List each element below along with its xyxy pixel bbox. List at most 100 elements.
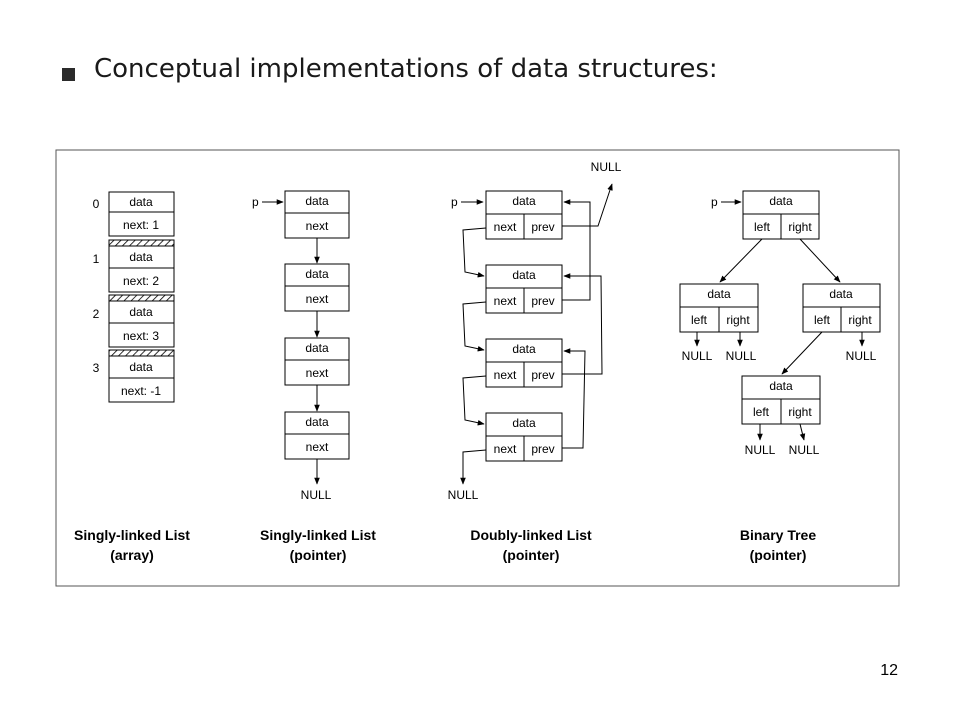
binary-tree: p data left right data left right NULL N… xyxy=(679,190,881,563)
tree-left-label: left xyxy=(814,313,831,327)
diagram-frame xyxy=(55,149,900,587)
tree-data-label: data xyxy=(769,379,793,393)
tree-data-label: data xyxy=(829,287,853,301)
tree-null-label: NULL xyxy=(726,349,757,363)
bullet-square xyxy=(62,68,75,81)
dll-node-prev xyxy=(523,435,563,462)
tree-null-label: NULL xyxy=(745,443,776,457)
tree-edge xyxy=(781,331,823,375)
dll-node-prev xyxy=(523,213,563,240)
dll-prev-label: prev xyxy=(531,368,554,382)
sll-node-next xyxy=(284,433,350,460)
sll-node-next xyxy=(284,212,350,239)
array-next-value-1: next: 2 xyxy=(123,274,159,288)
dll-data-label: data xyxy=(512,342,536,356)
head-pointer-label: p xyxy=(711,195,718,209)
head-pointer-label: p xyxy=(451,195,458,209)
tree-right-label: right xyxy=(848,313,872,327)
caption-doubly-list-sub: (pointer) xyxy=(503,547,560,563)
dll-next-label: next xyxy=(494,220,517,234)
dll-node-prev xyxy=(523,361,563,388)
tree-null-label: NULL xyxy=(846,349,877,363)
dll-data-label: data xyxy=(512,416,536,430)
array-next-value-0: next: 1 xyxy=(123,218,159,232)
head-pointer-label: p xyxy=(252,195,259,209)
dll-next-link xyxy=(462,227,487,278)
dll-prev-null-link xyxy=(562,183,613,227)
array-cell-next xyxy=(108,377,175,403)
array-cell-next xyxy=(108,267,175,293)
tree-left-label: left xyxy=(753,405,770,419)
caption-array-list-sub: (array) xyxy=(110,547,154,563)
dll-next-label: next xyxy=(494,368,517,382)
sll-node-next xyxy=(284,285,350,312)
tree-null-label: NULL xyxy=(789,443,820,457)
tree-right-label: right xyxy=(726,313,750,327)
tree-node-right xyxy=(780,213,820,240)
dll-next-label: next xyxy=(494,294,517,308)
dll-prev-label: prev xyxy=(531,294,554,308)
dll-prev-link xyxy=(562,273,603,375)
sll-next-label: next xyxy=(306,292,329,306)
dll-prev-label: prev xyxy=(531,220,554,234)
slide-heading: Conceptual implementations of data struc… xyxy=(94,54,718,84)
sll-next-label: next xyxy=(306,366,329,380)
tree-right-label: right xyxy=(788,220,812,234)
dll-next-link xyxy=(462,301,487,352)
array-index-1: 1 xyxy=(93,252,100,266)
array-gap-hatch xyxy=(108,294,175,302)
caption-array-list-title: Singly-linked List xyxy=(74,527,190,543)
sll-data-label: data xyxy=(305,341,329,355)
array-data-label: data xyxy=(129,305,153,319)
dll-data-label: data xyxy=(512,268,536,282)
tree-node-left xyxy=(679,306,720,333)
sll-data-label: data xyxy=(305,194,329,208)
tree-null-edge xyxy=(799,423,806,441)
array-index-3: 3 xyxy=(93,361,100,375)
tree-edge xyxy=(719,238,763,283)
tree-left-label: left xyxy=(691,313,708,327)
tree-node-left xyxy=(802,306,842,333)
array-list: 0 1 2 3 data next: 1 data next: 2 data n… xyxy=(74,191,190,563)
array-data-label: data xyxy=(129,250,153,264)
dll-data-label: data xyxy=(512,194,536,208)
dll-null-bottom: NULL xyxy=(448,488,479,502)
dll-next-link xyxy=(462,375,487,426)
sll-data-label: data xyxy=(305,415,329,429)
tree-edge xyxy=(799,238,841,283)
array-cell-next xyxy=(108,322,175,348)
dll-prev-label: prev xyxy=(531,442,554,456)
tree-node-left xyxy=(741,398,782,425)
tree-right-label: right xyxy=(788,405,812,419)
caption-binary-tree-sub: (pointer) xyxy=(750,547,807,563)
tree-data-label: data xyxy=(707,287,731,301)
tree-node-right xyxy=(840,306,881,333)
doubly-list: p data next prev data next prev data nex… xyxy=(448,160,622,563)
dll-prev-link xyxy=(562,199,591,301)
dll-node-prev xyxy=(523,287,563,314)
dll-next-label: next xyxy=(494,442,517,456)
tree-left-label: left xyxy=(754,220,771,234)
array-gap-hatch xyxy=(108,349,175,357)
array-index-2: 2 xyxy=(93,307,100,321)
dll-prev-link xyxy=(562,348,586,449)
caption-pointer-list-title: Singly-linked List xyxy=(260,527,376,543)
caption-doubly-list-title: Doubly-linked List xyxy=(470,527,592,543)
dll-null-top: NULL xyxy=(591,160,622,174)
sll-data-label: data xyxy=(305,267,329,281)
tree-null-label: NULL xyxy=(682,349,713,363)
array-cell-next xyxy=(108,211,175,237)
page-number: 12 xyxy=(880,662,898,679)
caption-binary-tree-title: Binary Tree xyxy=(740,527,816,543)
array-next-value-2: next: 3 xyxy=(123,329,159,343)
caption-pointer-list-sub: (pointer) xyxy=(290,547,347,563)
sll-next-label: next xyxy=(306,440,329,454)
array-data-label: data xyxy=(129,195,153,209)
pointer-list: p data next data next data next data nex… xyxy=(252,190,376,563)
sll-next-label: next xyxy=(306,219,329,233)
array-index-0: 0 xyxy=(93,197,100,211)
tree-node-right xyxy=(718,306,759,333)
array-data-label: data xyxy=(129,360,153,374)
tree-data-label: data xyxy=(769,194,793,208)
